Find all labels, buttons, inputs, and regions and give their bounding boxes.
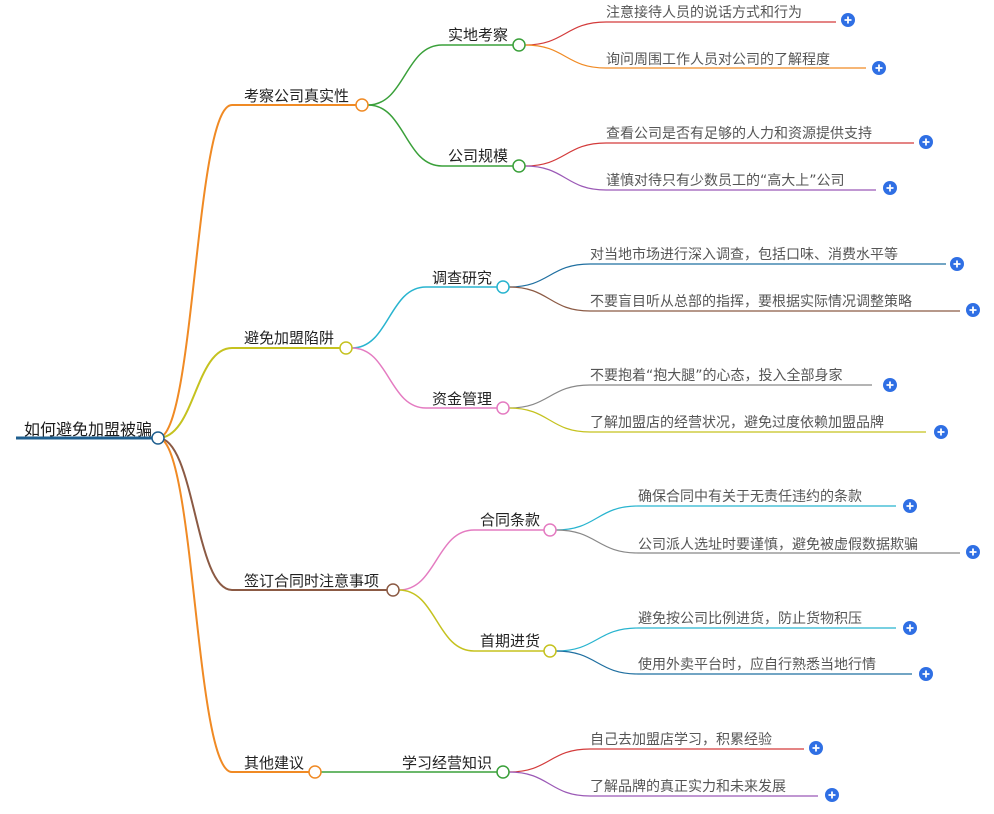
plus-sign: [906, 624, 914, 632]
leaf-label[interactable]: 注意接待人员的说话方式和行为: [606, 5, 802, 21]
subbranch-link: [351, 347, 427, 409]
leaf-link: [508, 263, 591, 288]
leaf-link: [524, 142, 607, 167]
leaf-link: [524, 44, 607, 69]
leaf-label[interactable]: 使用外卖平台时，应自行熟悉当地行情: [638, 657, 876, 673]
subbranch-label-stock[interactable]: 首期进货: [480, 632, 541, 650]
plus-sign: [953, 260, 961, 268]
subbranch-link: [367, 104, 443, 167]
subbranch-node-circle: [496, 765, 510, 779]
branch-link: [157, 347, 233, 439]
leaf-label[interactable]: 确保合同中有关于无责任违约的条款: [638, 489, 862, 505]
branch-node-circle: [339, 341, 353, 355]
leaf-label[interactable]: 自己去加盟店学习，积累经验: [590, 732, 772, 748]
subbranch-link: [398, 529, 475, 591]
plus-sign: [844, 16, 852, 24]
leaf-link: [555, 529, 639, 554]
plus-sign: [969, 548, 977, 556]
leaf-link: [555, 505, 639, 531]
leaf-link: [508, 748, 591, 773]
plus-sign: [969, 306, 977, 314]
subbranch-label-learning[interactable]: 学习经营知识: [402, 754, 493, 772]
branch-node-circle: [386, 583, 400, 597]
leaf-link: [508, 384, 591, 409]
leaf-label[interactable]: 了解品牌的真正实力和未来发展: [590, 779, 786, 795]
leaf-label[interactable]: 不要盲目听从总部的指挥，要根据实际情况调整策略: [590, 294, 912, 310]
plus-sign: [875, 64, 883, 72]
root-node-circle: [151, 431, 165, 445]
subbranch-node-circle: [543, 523, 557, 537]
subbranch-node-circle: [512, 159, 526, 173]
plus-sign: [922, 670, 930, 678]
branch-link: [157, 437, 233, 591]
branch-label-verify[interactable]: 考察公司真实性: [244, 87, 350, 105]
subbranch-link: [367, 44, 443, 106]
subbranch-node-circle: [512, 38, 526, 52]
leaf-link: [524, 165, 607, 191]
branch-label-contract[interactable]: 签订合同时注意事项: [244, 572, 380, 590]
leaf-label[interactable]: 对当地市场进行深入调查，包括口味、消费水平等: [590, 247, 898, 263]
root-node-label[interactable]: 如何避免加盟被骗: [24, 420, 153, 439]
leaf-link: [508, 407, 591, 433]
plus-sign: [937, 428, 945, 436]
plus-sign: [922, 138, 930, 146]
leaf-link: [555, 650, 639, 675]
subbranch-node-circle: [496, 401, 510, 415]
leaf-label[interactable]: 了解加盟店的经营状况，避免过度依赖加盟品牌: [590, 415, 884, 431]
branch-label-other[interactable]: 其他建议: [244, 754, 305, 772]
subbranch-label-terms[interactable]: 合同条款: [480, 511, 541, 529]
plus-sign: [886, 184, 894, 192]
leaf-label[interactable]: 不要抱着“抱大腿”的心态，投入全部身家: [590, 368, 843, 384]
subbranch-label-research[interactable]: 调查研究: [432, 269, 493, 287]
plus-sign: [812, 744, 820, 752]
branch-label-traps[interactable]: 避免加盟陷阱: [244, 329, 335, 347]
subbranch-link: [398, 589, 475, 652]
leaf-link: [555, 627, 639, 652]
plus-sign: [886, 381, 894, 389]
subbranch-node-circle: [543, 644, 557, 658]
leaf-label[interactable]: 查看公司是否有足够的人力和资源提供支持: [606, 126, 872, 142]
subbranch-node-circle: [496, 280, 510, 294]
plus-sign: [828, 791, 836, 799]
branch-node-circle: [355, 98, 369, 112]
subbranch-label-funds[interactable]: 资金管理: [432, 390, 493, 408]
leaf-label[interactable]: 谨慎对待只有少数员工的“高大上”公司: [606, 173, 845, 189]
leaf-label[interactable]: 公司派人选址时要谨慎，避免被虚假数据欺骗: [638, 537, 918, 553]
subbranch-label-scale[interactable]: 公司规模: [448, 147, 509, 165]
subbranch-label-onsite[interactable]: 实地考察: [448, 26, 509, 44]
subbranch-link: [351, 286, 427, 349]
leaf-label[interactable]: 询问周围工作人员对公司的了解程度: [606, 52, 830, 68]
leaf-link: [508, 286, 591, 312]
branch-node-circle: [308, 765, 322, 779]
branch-link: [157, 437, 233, 773]
plus-sign: [906, 502, 914, 510]
branch-link: [157, 104, 233, 439]
leaf-link: [508, 771, 591, 797]
leaf-label[interactable]: 避免按公司比例进货，防止货物积压: [638, 611, 862, 627]
leaf-link: [524, 21, 607, 46]
